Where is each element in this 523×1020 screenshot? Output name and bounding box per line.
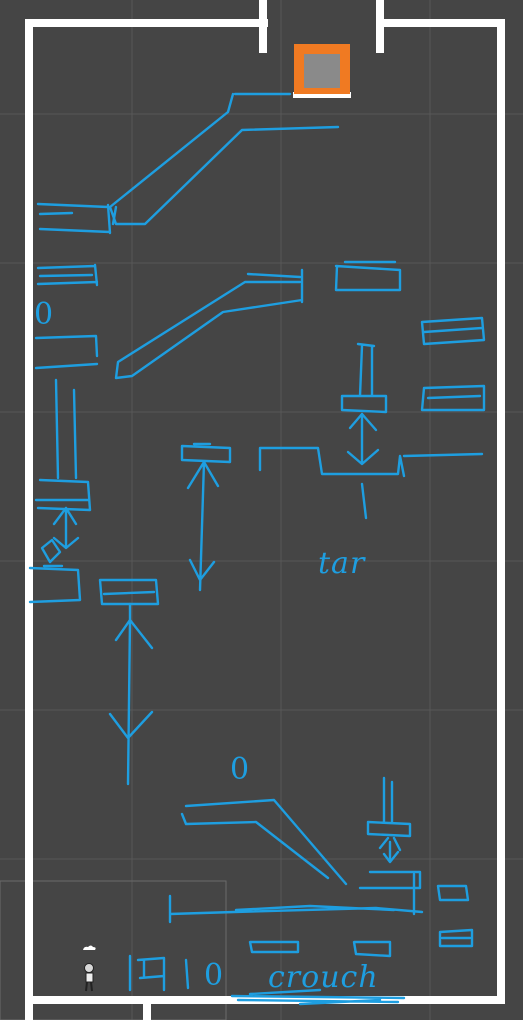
crouch-label: crouch <box>268 960 379 995</box>
sketch-coin-a <box>34 334 99 370</box>
exit-block-icon[interactable] <box>294 44 350 94</box>
floor-peg-left <box>25 1004 33 1020</box>
player-character-icon[interactable] <box>80 944 98 994</box>
coin-marker-b: 0 <box>230 752 251 787</box>
exit-post-left <box>259 0 267 53</box>
sketch-left-platform-1 <box>36 263 99 287</box>
floor-peg-mid <box>143 1004 151 1020</box>
sketch-bottom-left-blocks <box>128 954 190 992</box>
sketch-crouch-underline <box>230 988 406 1006</box>
sketch-bottom-right-platforms <box>248 884 474 958</box>
exit-ledge <box>293 92 351 98</box>
left-wall <box>25 19 33 1004</box>
sketch-right-platforms <box>420 316 486 412</box>
sketch-middle-ramp <box>114 260 402 380</box>
sketch-right-piston <box>258 342 484 520</box>
right-wall <box>497 19 505 1004</box>
exit-post-right <box>376 0 384 53</box>
top-wall-right <box>376 19 505 27</box>
sketch-top-ramp <box>36 92 340 235</box>
sketch-lower-left-lift <box>98 578 160 786</box>
sketch-center-hammer-arrow <box>180 442 232 592</box>
coin-marker-a: 0 <box>34 297 55 332</box>
level-walls <box>25 0 505 1020</box>
tar-label: tar <box>318 546 366 581</box>
sketch-bottom-slide <box>168 776 424 924</box>
top-wall-left <box>25 19 268 27</box>
cloud-icon <box>83 945 96 950</box>
player-sprite <box>83 945 96 992</box>
coin-marker-c: 0 <box>204 958 225 993</box>
sketch-left-column <box>28 378 92 604</box>
